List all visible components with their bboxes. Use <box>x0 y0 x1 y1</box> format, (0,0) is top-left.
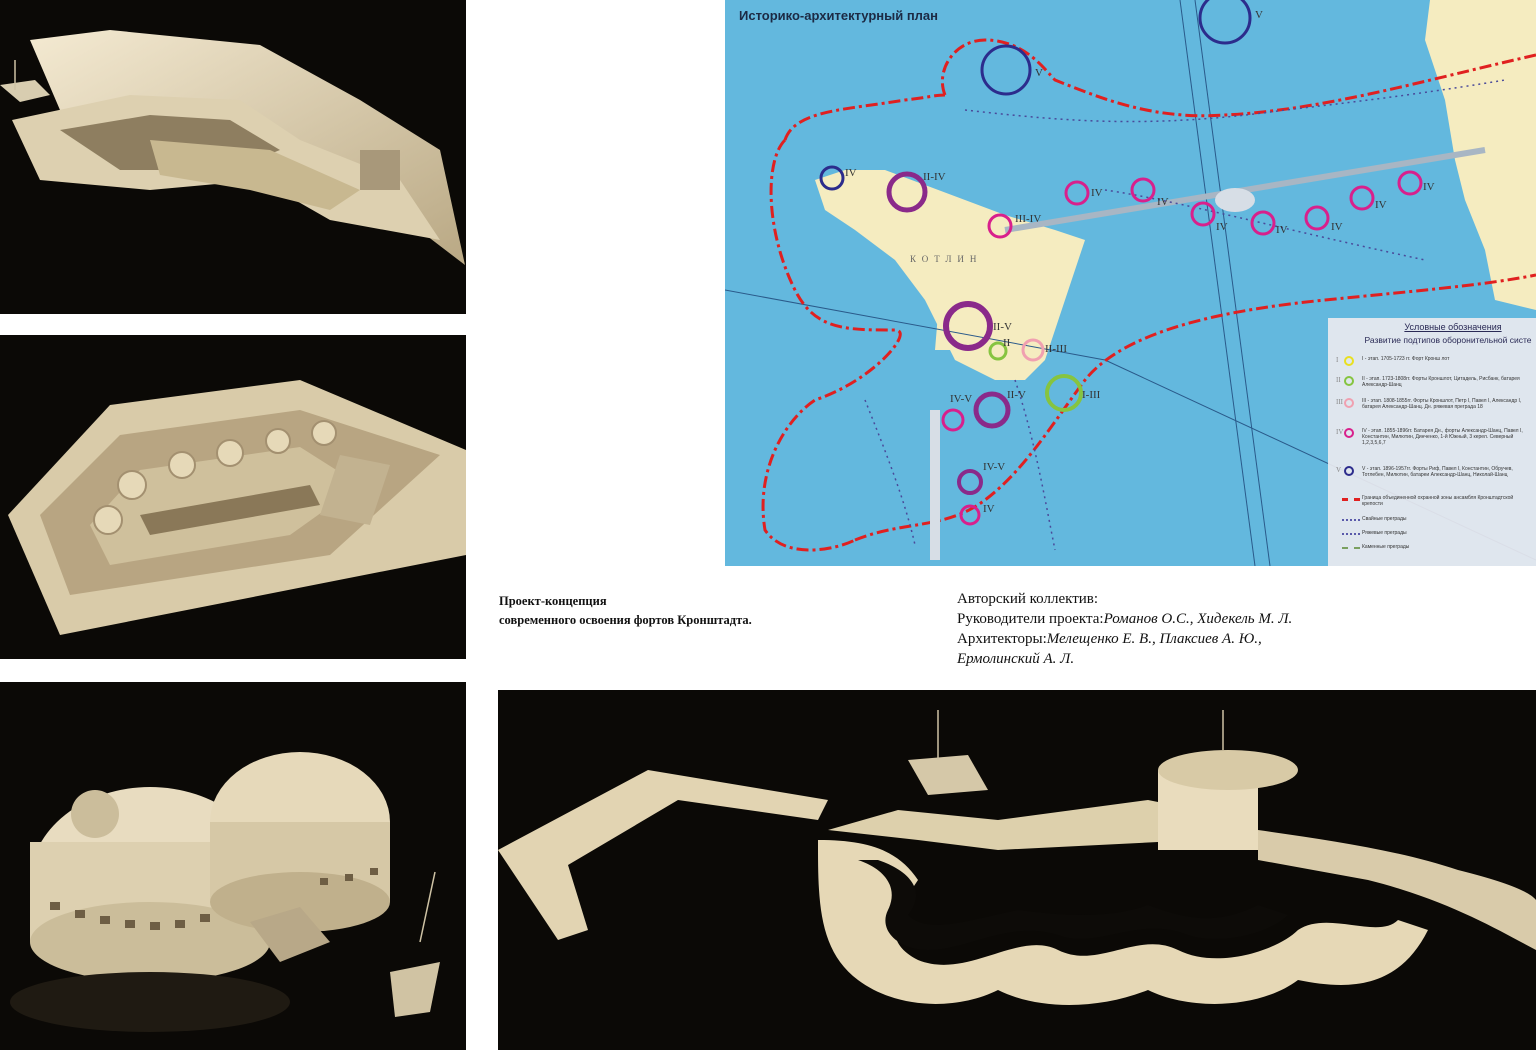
dashdot-line-icon <box>1342 498 1360 501</box>
legend-stage-text: IV - этап. 1855-1896гг. Батарея Дн., фор… <box>1362 428 1523 446</box>
legend-stage-number: IV <box>1336 428 1344 436</box>
map-marker-label: II <box>1003 337 1011 349</box>
map-marker-label: IV <box>845 167 857 179</box>
map-marker-label: IV <box>1091 187 1103 199</box>
fort-model-photo-3 <box>0 682 466 1050</box>
fort-model-photo-1 <box>0 0 466 314</box>
map-title: Историко-архитектурный план <box>739 8 939 23</box>
dashdot-line-icon <box>1342 547 1360 549</box>
legend-line-text: Граница объединенной охранной зоны ансам… <box>1362 495 1514 507</box>
map-marker-label: IV <box>1157 196 1169 208</box>
blue-ring-icon <box>1344 466 1354 476</box>
legend-line-text: Каменные преграды <box>1362 544 1410 550</box>
fort-model-drawing-icon <box>8 380 466 635</box>
fort-model-photo-2 <box>0 335 466 659</box>
architects-names: Мелещенко Е. В., Плаксиев А. Ю., <box>1046 631 1262 647</box>
map-marker-label: IV <box>1276 224 1288 236</box>
dotted-line-icon <box>1342 533 1360 535</box>
map-marker-label: V <box>1035 67 1043 79</box>
map-marker-label: IV <box>983 503 995 515</box>
pink-ring-icon <box>1344 398 1354 408</box>
yellow-ring-icon <box>1344 356 1354 366</box>
map-marker-label: II-V <box>993 321 1012 333</box>
map-marker-label: IV <box>1216 221 1228 233</box>
map-marker-label: V <box>1255 9 1263 21</box>
fort-model-photo-4 <box>498 690 1536 1050</box>
kronstadt-map-icon: V V IV II-IV III-IV IV IV IV IV IV IV IV… <box>725 0 1536 566</box>
legend-stage-number: I <box>1336 356 1339 364</box>
authors-block: Авторский коллектив: Руководители проект… <box>957 589 1292 669</box>
architects-label: Архитекторы: <box>957 631 1047 647</box>
caption-line-2: современного освоения фортов Кронштадта. <box>499 613 752 627</box>
fort-model-drawing-icon <box>498 710 1536 1005</box>
fort-model-drawing-icon <box>0 30 465 265</box>
legend-stage-text: I - этап. 1705-1723 гг. Форт Кронш лот <box>1362 356 1450 362</box>
island-label: КОТЛИН <box>910 254 982 264</box>
map-marker-label: IV <box>1331 221 1343 233</box>
architects-names-continued: Ермолинский А. Л. <box>957 651 1075 667</box>
dotted-line-icon <box>1342 519 1360 521</box>
authors-leaders: Руководители проекта:Романов О.С., Хидек… <box>957 609 1292 629</box>
map-marker-label: II-III <box>1045 343 1067 355</box>
legend-stage-text: II - этап. 1723-1808гг. Форты Кроншлот, … <box>1362 376 1520 388</box>
leaders-label: Руководители проекта: <box>957 611 1104 627</box>
legend-background-icon <box>1328 318 1536 566</box>
legend-content: Условные обозначения Развитие подтипов о… <box>1328 322 1536 345</box>
map-marker-label: II-V <box>1007 389 1026 401</box>
legend-line-text: Свайные преграды <box>1362 516 1407 522</box>
leaders-names: Романов О.С., Хидекель М. Л. <box>1103 611 1293 627</box>
map-marker-label: II-IV <box>923 171 946 183</box>
legend-line-text: Ряжевые преграды <box>1362 530 1407 536</box>
project-caption: Проект-концепция современного освоения ф… <box>499 592 752 630</box>
legend-stage-number: V <box>1336 466 1342 474</box>
caption-line-1: Проект-концепция <box>499 594 607 608</box>
historical-architectural-map: V V IV II-IV III-IV IV IV IV IV IV IV IV… <box>725 0 1536 566</box>
legend-stage-number: II <box>1336 376 1341 384</box>
map-marker-label: IV-V <box>983 461 1005 473</box>
map-marker-label: IV <box>1375 199 1387 211</box>
map-marker-label: IV-V <box>950 393 972 405</box>
legend-subtitle: Развитие подтипов оборонительной систе <box>1364 335 1532 345</box>
legend-title: Условные обозначения <box>1404 322 1502 332</box>
map-legend: Условные обозначения Развитие подтипов о… <box>1328 318 1536 566</box>
authors-team-label: Авторский коллектив: <box>957 591 1099 607</box>
legend-stage-text: III - этап. 1808-1855гг. Форты Кроншлот,… <box>1362 398 1522 410</box>
legend-stage-text: V - этап. 1896-1957гг. Форты Риф, Павел … <box>1362 466 1513 478</box>
map-marker-label: IV <box>1423 181 1435 193</box>
map-marker-label: III-IV <box>1015 213 1041 225</box>
authors-architects: Архитекторы:Мелещенко Е. В., Плаксиев А.… <box>957 629 1292 649</box>
green-ring-icon <box>1344 376 1354 386</box>
legend-stage-number: III <box>1336 398 1343 406</box>
fort-model-drawing-icon <box>10 752 440 1032</box>
map-marker-label: I-III <box>1082 389 1101 401</box>
magenta-ring-icon <box>1344 428 1354 438</box>
